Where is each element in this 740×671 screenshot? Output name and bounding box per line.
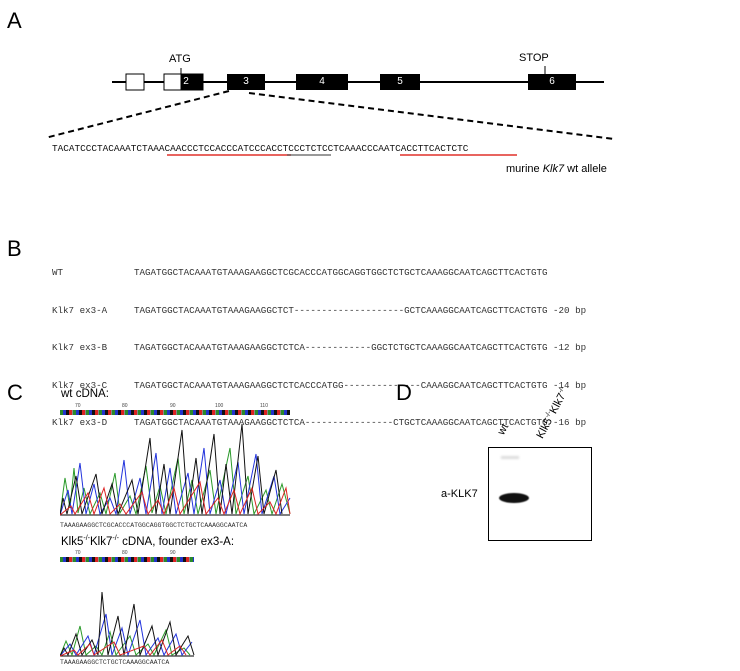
mutant-tick-label: 80 [122, 550, 128, 556]
mutant-gene-2: Klk7 [89, 535, 113, 548]
stop-label: STOP [519, 52, 549, 64]
mutant-basecall-color-bar [60, 557, 194, 562]
deletion-size: -16 bp [553, 417, 587, 428]
deletion-size: -12 bp [553, 342, 587, 353]
allele-name: WT [52, 267, 64, 278]
panel-label-a: A [7, 8, 22, 33]
alignment-row: WT TAGATGGCTACAAATGTAAAGAAGGCTCGCACCCATGG… [52, 267, 586, 280]
alignment-row: Klk7 ex3-D TAGATGGCTACAAATGTAAAGAAGGCTCTC… [52, 417, 586, 430]
allele-name: Klk7 ex3-B [52, 342, 108, 353]
wt-cdna-title: wt cDNA: [61, 388, 109, 400]
panel-label-b: B [7, 236, 22, 261]
panel-label-c: C [7, 380, 23, 405]
mutant-tick-label: 70 [75, 550, 81, 556]
gene-structure-diagram [44, 66, 615, 156]
allele-sequence: TAGATGGCTACAAATGTAAAGAAGGCTCGCACCCATGGCA… [134, 267, 548, 278]
mutant-tick-row: 70 80 90 [60, 550, 195, 558]
wt-trace-sequence: TAAAGAAGGCTCGCACCCATGGCAGGTGGCTCTGCTCAAA… [60, 522, 248, 529]
alignment-row: Klk7 ex3-B TAGATGGCTACAAATGTAAAGAAGGCTCTC… [52, 342, 586, 355]
atg-label: ATG [169, 53, 191, 65]
allele-caption-suffix: wt allele [564, 163, 607, 175]
alignment-block: WT TAGATGGCTACAAATGTAAAGAAGGCTCGCACCCATGG… [52, 242, 586, 442]
exon-2-label: 2 [183, 76, 189, 87]
mutant-tick-label: 90 [170, 550, 176, 556]
mutant-chromatogram [60, 591, 195, 657]
exon-5-label: 5 [397, 76, 403, 87]
exon-6-label: 6 [549, 76, 555, 87]
zoom-line-right [248, 92, 615, 140]
deletion-size: -20 bp [553, 304, 587, 316]
wt-tick-label: 70 [75, 403, 81, 409]
alignment-row: Klk7 ex3-A TAGATGGCTACAAATGTAAAGAAGGCTCT-… [52, 305, 586, 318]
exon-4-box [296, 74, 348, 90]
allele-name: Klk7 ex3-A [52, 304, 108, 316]
western-blot-frame [488, 447, 592, 541]
allele-sequence: TAGATGGCTACAAATGTAAAGAAGGCTCTCA---------… [134, 342, 548, 353]
wt-tick-label: 100 [215, 403, 224, 409]
zoom-line-left [44, 90, 230, 139]
allele-name: Klk7 ex3-D [52, 417, 108, 428]
allele-sequence: TAGATGGCTACAAATGTAAAGAAGGCTCT-----------… [134, 304, 548, 316]
alignment-row: Klk7 ex3-C TAGATGGCTACAAATGTAAAGAAGGCTCTC… [52, 380, 586, 393]
allele-name: Klk7 ex3-C [52, 379, 108, 391]
exon-1-box [125, 73, 145, 91]
allele-caption: murine Klk7 wt allele [506, 163, 607, 175]
mutant-cdna-title: Klk5-/-Klk7-/- cDNA, founder ex3-A: [61, 535, 234, 548]
exon-2-utr-box [163, 73, 182, 91]
mutant-genotype-2: -/- [112, 535, 119, 542]
exon-5-box [380, 74, 420, 90]
exon-3-label: 3 [243, 76, 249, 87]
wt-tick-label: 110 [260, 403, 268, 409]
mutant-trace-sequence: TAAAGAAGGCTCTGCTCAAAGGCAATCA [60, 659, 170, 666]
wt-tick-label: 90 [170, 403, 176, 409]
allele-sequence: TAGATGGCTACAAATGTAAAGAAGGCTCTCA---------… [134, 417, 548, 428]
klk7-wt-sequence: TACATCCCTACAAATCTAAACAACCCTCCACCCATCCCAC… [52, 143, 469, 154]
allele-caption-prefix: murine [506, 163, 543, 175]
allele-sequence: TAGATGGCTACAAATGTAAAGAAGGCTCTCACCCATGG--… [134, 379, 548, 391]
exon-3-box [227, 74, 265, 90]
exon-1-label: 1 [132, 76, 138, 87]
deletion-size: -14 bp [553, 379, 587, 391]
klk7-band [499, 493, 529, 503]
wt-tick-row: 70 80 90 100 110 [60, 403, 290, 411]
exon-2-box [180, 73, 204, 91]
mutant-title-suffix: cDNA, founder ex3-A: [118, 535, 235, 548]
band-label: a-KLK7 [441, 488, 478, 500]
exon-4-label: 4 [319, 76, 325, 87]
wt-chromatogram [60, 423, 291, 516]
allele-caption-gene: Klk7 [542, 163, 565, 175]
exon-6-box [528, 74, 576, 90]
panel-label-d: D [396, 380, 412, 405]
wt-tick-label: 80 [122, 403, 128, 409]
mutant-gene-1: Klk5 [61, 535, 84, 548]
wt-basecall-color-bar [60, 410, 290, 415]
mutant-genotype-1: -/- [83, 535, 90, 542]
faint-smear [501, 456, 519, 459]
